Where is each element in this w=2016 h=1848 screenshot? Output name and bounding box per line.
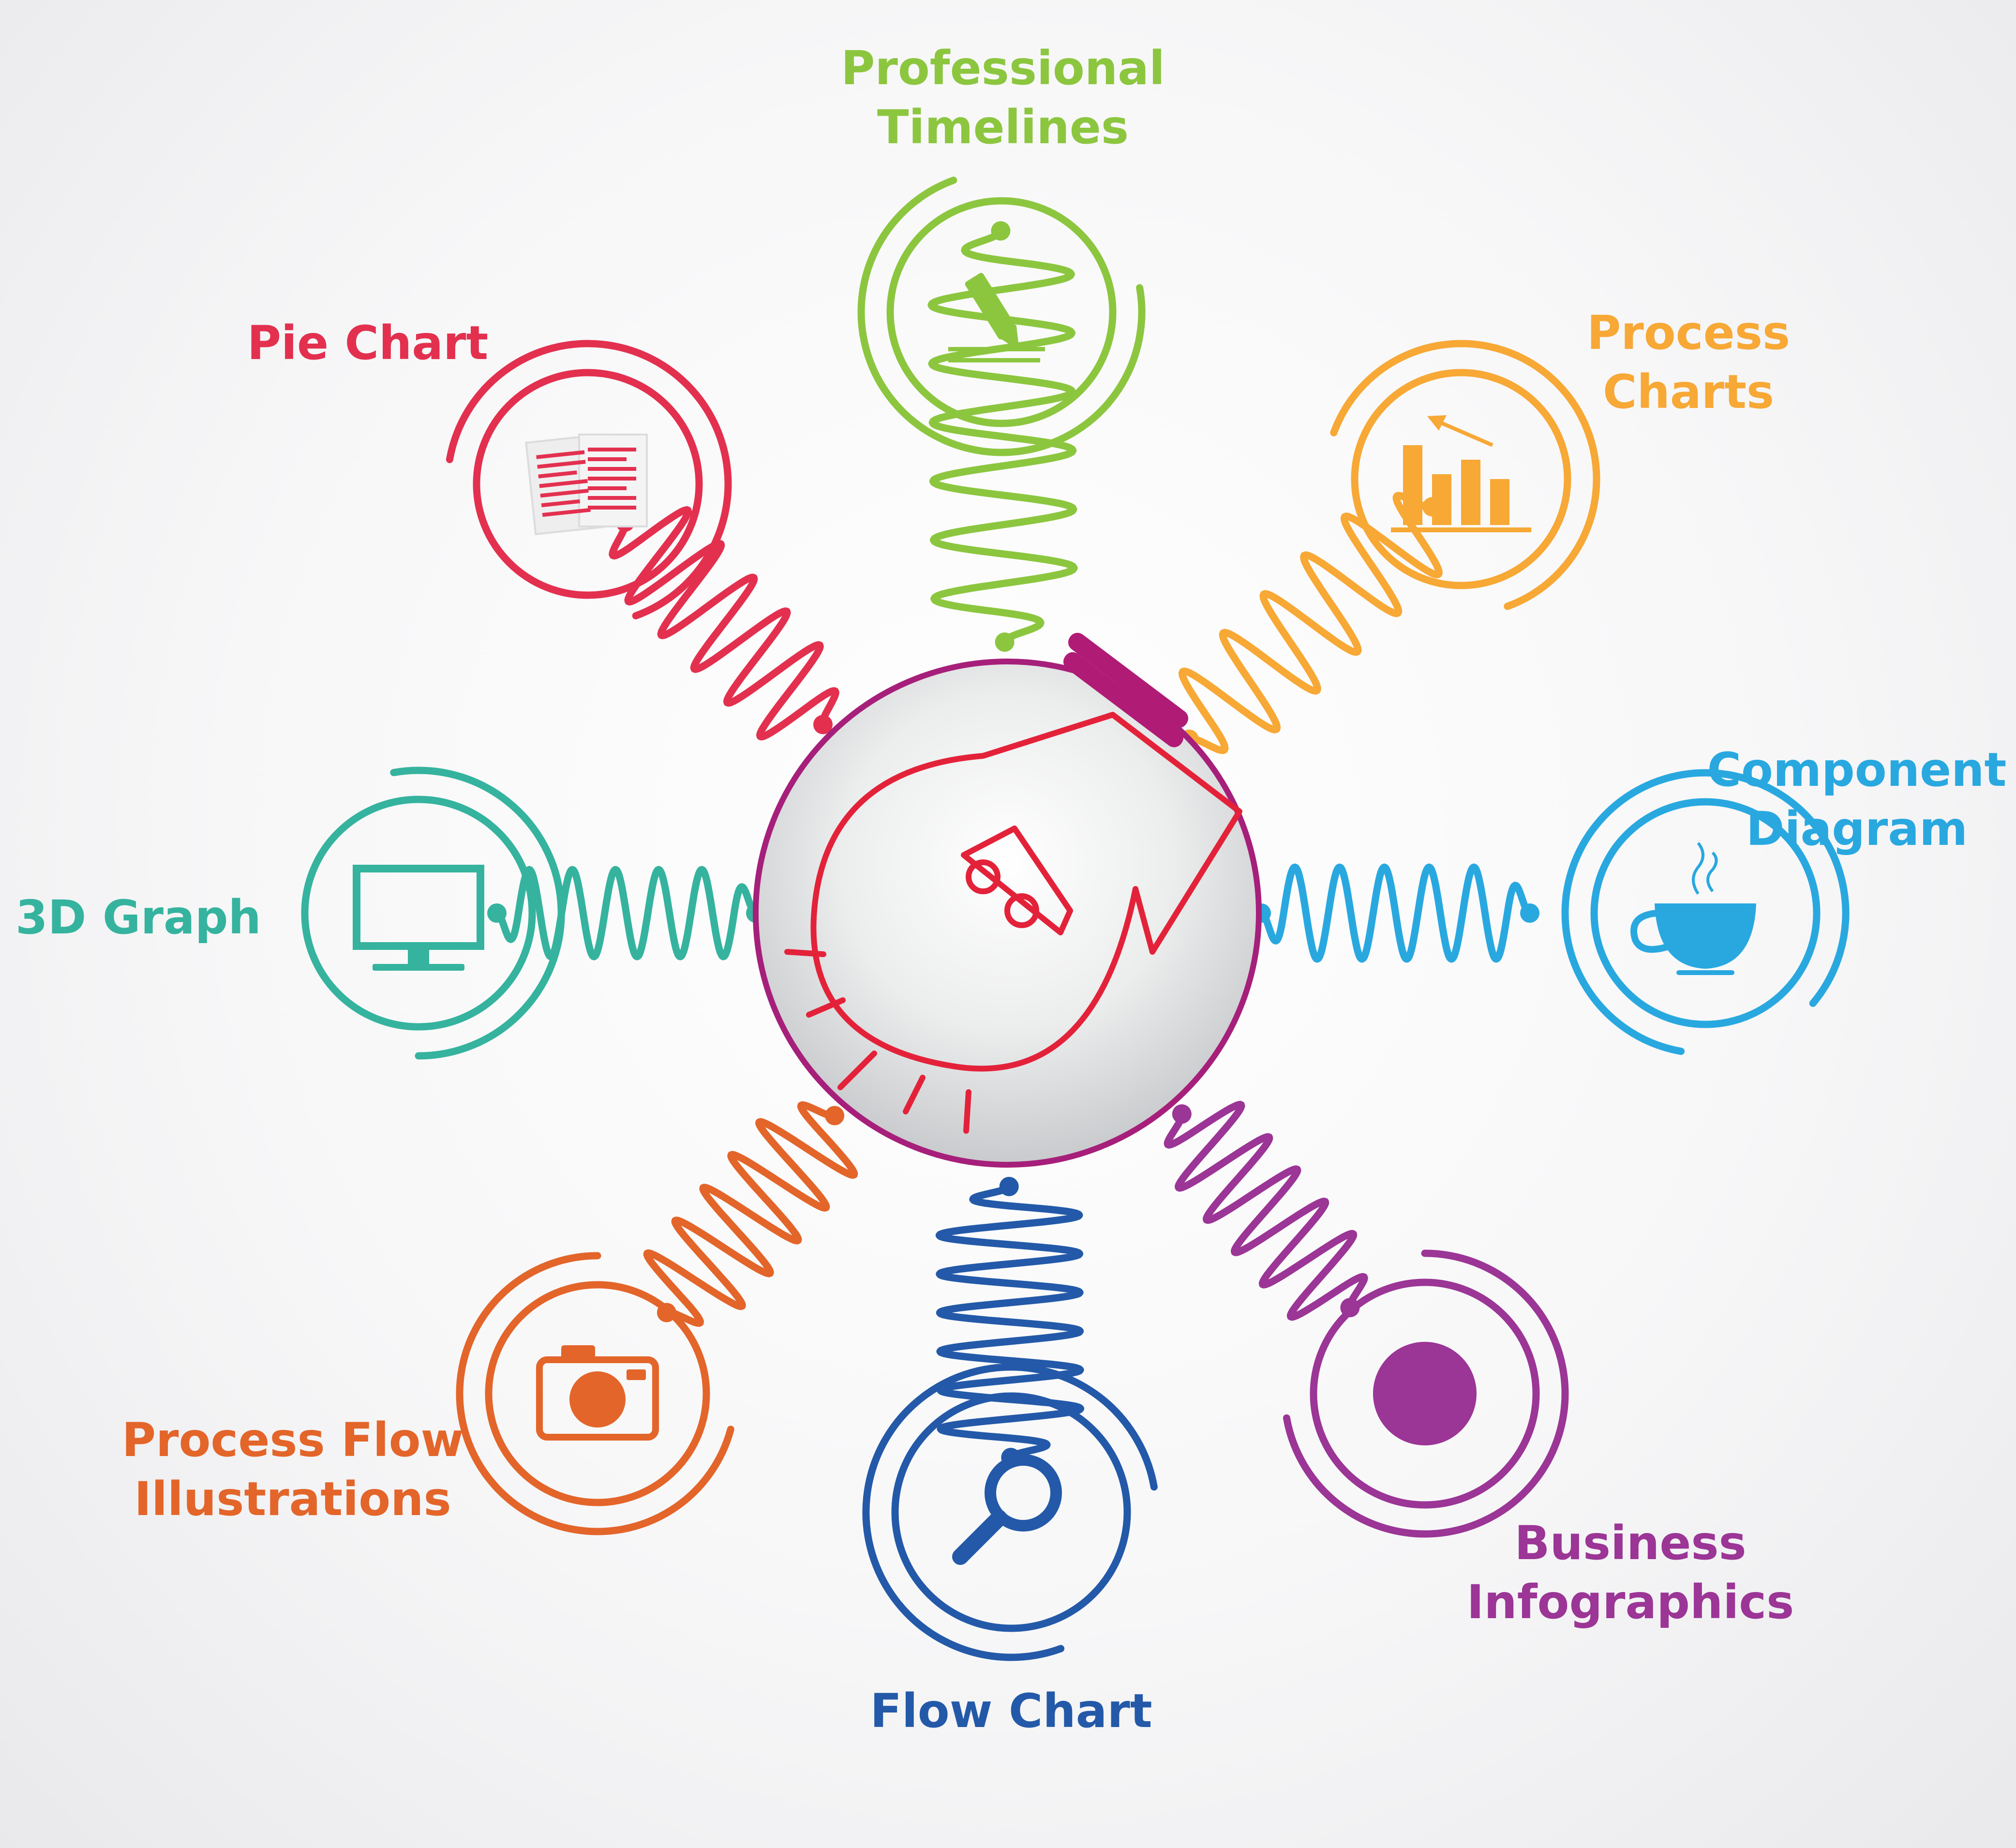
label-line: Diagram (1746, 802, 1968, 856)
document-line (540, 488, 589, 498)
globe-icon (1373, 1342, 1477, 1445)
label-line: Infographics (1466, 1575, 1794, 1629)
spring-component-diagram (1257, 863, 1534, 963)
monitor-icon (353, 865, 484, 971)
documents-icon (525, 434, 648, 536)
node-outer-arc (446, 340, 732, 619)
label-line: Professional (841, 41, 1165, 95)
node-process-flow-illustrations[interactable] (456, 1101, 858, 1535)
document-line (541, 499, 581, 508)
spring-business-infographics (1164, 1100, 1368, 1321)
coffee-cup-icon (1630, 842, 1756, 975)
document-line (536, 450, 585, 459)
spring-end-dot (991, 221, 1011, 241)
node-outer-arc (390, 766, 565, 1060)
camera-icon (536, 1345, 659, 1441)
spring-end-dot (995, 632, 1015, 652)
spring-end-dot (1172, 1104, 1192, 1124)
spring-end-dot (825, 1106, 845, 1126)
node-ring (1310, 1278, 1540, 1509)
node-business-infographics[interactable] (1164, 1100, 1569, 1538)
label-process-charts: Process Charts (1587, 303, 1790, 421)
document-line (588, 467, 636, 471)
node-outer-arc (857, 177, 1146, 456)
node-outer-arc (456, 1252, 734, 1535)
spring-3d-graph (493, 866, 760, 961)
node-component-diagram[interactable] (1252, 769, 1850, 1055)
label-pie-chart: Pie Chart (247, 314, 489, 373)
label-component-diagram: Component Diagram (1707, 740, 2007, 858)
spring-end-dot (487, 903, 507, 923)
document-line (588, 477, 636, 481)
document-line (539, 479, 588, 488)
node-ring (1351, 369, 1571, 589)
spring-pie-chart (609, 506, 839, 741)
node-outer-arc (862, 1363, 1158, 1661)
node-outer-arc (1283, 1249, 1569, 1538)
node-ring (891, 1392, 1131, 1632)
node-ring (301, 796, 536, 1031)
central-hub (753, 632, 1262, 1168)
node-3d-graph[interactable] (301, 766, 765, 1060)
node-outer-arc (1561, 769, 1850, 1055)
label-3d-graph: 3D Graph (15, 888, 261, 947)
spring-end-dot (813, 715, 833, 735)
node-pie-chart[interactable] (446, 340, 839, 741)
spring-professional-timelines (927, 227, 1078, 646)
label-line: Process Flow (121, 1413, 464, 1467)
label-line: Component (1707, 743, 2007, 797)
spring-flow-chart (935, 1183, 1085, 1461)
document-line (588, 457, 627, 461)
document-line (537, 460, 586, 469)
label-business-infographics: Business Infographics (1467, 1514, 1794, 1632)
node-professional-timelines[interactable] (857, 177, 1146, 652)
label-professional-timelines: Professional Timelines (841, 39, 1165, 157)
document-line (542, 508, 591, 517)
label-line: Flow Chart (870, 1684, 1152, 1738)
document-line (588, 506, 636, 510)
label-line: Business (1514, 1516, 1747, 1570)
lightbulb-icon (784, 632, 1242, 1134)
label-line: Charts (1603, 365, 1774, 419)
spring-process-flow-illustrations (643, 1101, 858, 1327)
node-outer-arc (1330, 340, 1600, 610)
document-line (588, 448, 636, 451)
label-flow-chart: Flow Chart (870, 1682, 1152, 1741)
label-line: Pie Chart (247, 316, 489, 370)
label-line: 3D Graph (15, 890, 261, 945)
spring-end-dot (1520, 903, 1539, 923)
document-line (538, 470, 577, 479)
label-process-flow-illustrations: Process Flow Illustrations (122, 1411, 464, 1529)
document-line (588, 486, 627, 490)
node-flow-chart[interactable] (862, 1177, 1158, 1661)
label-line: Timelines (877, 100, 1129, 154)
node-ring (485, 1281, 710, 1506)
label-line: Illustrations (134, 1472, 451, 1526)
spring-process-charts (1178, 492, 1443, 754)
label-line: Process (1587, 306, 1790, 360)
magnifier-icon (952, 1454, 1062, 1565)
node-ring (1590, 798, 1821, 1028)
node-process-charts[interactable] (1178, 340, 1600, 754)
spring-end-dot (999, 1177, 1019, 1196)
bar-chart-icon (1391, 415, 1531, 532)
node-ring (886, 197, 1117, 427)
document-line (588, 496, 636, 500)
pencil-icon (948, 272, 1045, 362)
node-ring (473, 369, 703, 599)
